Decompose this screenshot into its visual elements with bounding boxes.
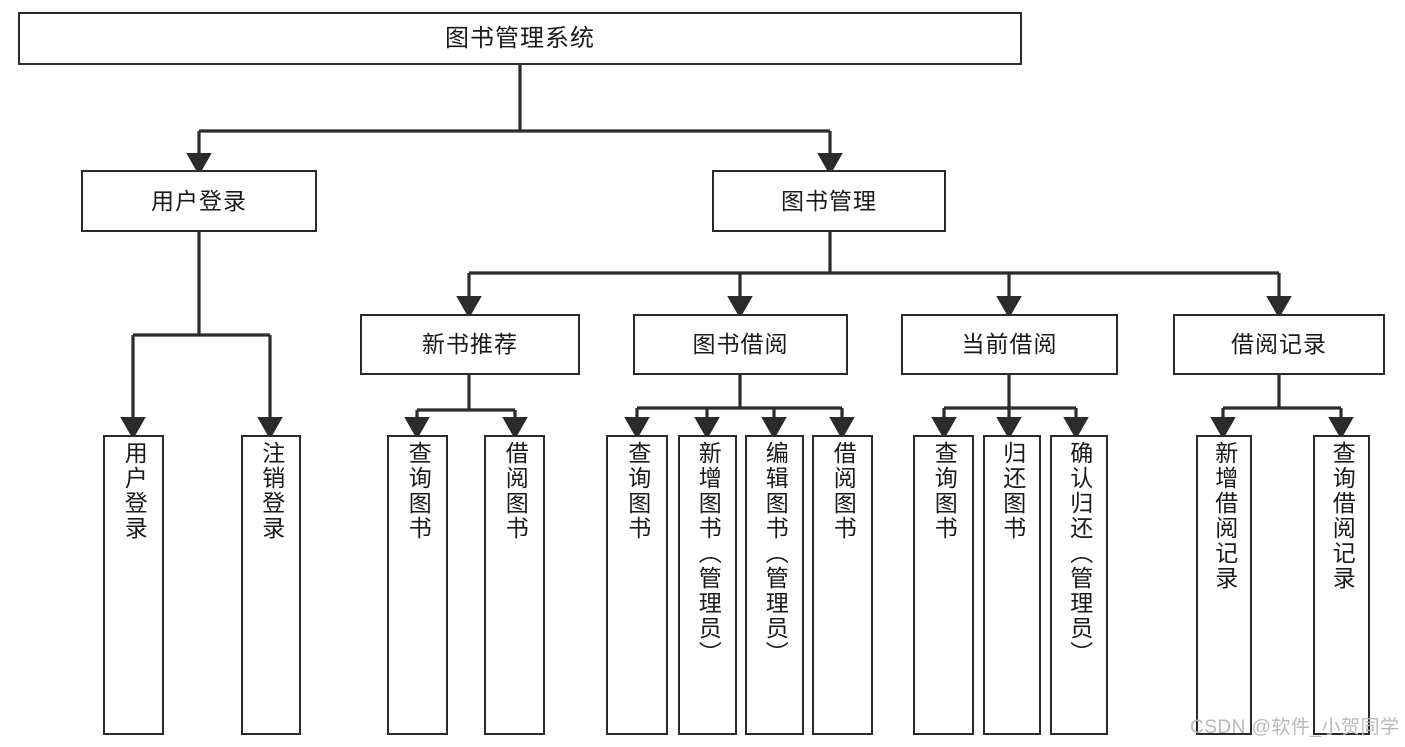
leaf-current-confirm-return-admin[interactable]: 确认归还（管理员） — [1050, 435, 1108, 735]
leaf-label: 查询借阅记录 — [1329, 441, 1356, 591]
csdn-watermark: CSDN @软件_小贺同学 — [1190, 717, 1400, 738]
node-borrow-record[interactable]: 借阅记录 — [1173, 314, 1385, 375]
leaf-label: 新增图书（管理员） — [695, 441, 722, 666]
leaf-borrow-query-book[interactable]: 查询图书 — [606, 435, 668, 735]
node-user-login-label: 用户登录 — [151, 187, 247, 214]
leaf-borrow-edit-book-admin[interactable]: 编辑图书（管理员） — [745, 435, 804, 735]
leaf-label: 用户登录 — [121, 441, 148, 541]
leaf-borrow-borrow-book[interactable]: 借阅图书 — [812, 435, 873, 735]
leaf-user-login-logout[interactable]: 注销登录 — [241, 435, 301, 735]
leaf-label: 查询图书 — [624, 441, 651, 541]
node-book-borrow[interactable]: 图书借阅 — [633, 314, 848, 375]
leaf-label: 归还图书 — [999, 441, 1026, 541]
leaf-borrow-add-book-admin[interactable]: 新增图书（管理员） — [678, 435, 737, 735]
leaf-current-query-book[interactable]: 查询图书 — [913, 435, 974, 735]
leaf-label: 借阅图书 — [830, 441, 857, 541]
leaf-record-add-record[interactable]: 新增借阅记录 — [1196, 435, 1252, 735]
node-new-book-recommend-label: 新书推荐 — [422, 331, 518, 358]
node-current-borrow-label: 当前借阅 — [961, 331, 1058, 358]
leaf-record-query-record[interactable]: 查询借阅记录 — [1313, 435, 1370, 735]
node-book-borrow-label: 图书借阅 — [692, 331, 789, 358]
leaf-label: 查询图书 — [931, 441, 958, 541]
node-user-login[interactable]: 用户登录 — [81, 170, 317, 232]
leaf-label: 借阅图书 — [502, 441, 529, 541]
leaf-label: 编辑图书（管理员） — [762, 441, 789, 666]
node-book-management-label: 图书管理 — [781, 187, 877, 214]
leaf-label: 确认归还（管理员） — [1066, 441, 1093, 666]
node-book-management[interactable]: 图书管理 — [712, 170, 946, 232]
leaf-current-return-book[interactable]: 归还图书 — [983, 435, 1041, 735]
leaf-label: 查询图书 — [405, 441, 432, 541]
node-current-borrow[interactable]: 当前借阅 — [901, 314, 1118, 375]
node-root[interactable]: 图书管理系统 — [18, 12, 1022, 65]
node-new-book-recommend[interactable]: 新书推荐 — [360, 314, 580, 375]
leaf-label: 注销登录 — [258, 441, 285, 541]
leaf-new-book-query[interactable]: 查询图书 — [387, 435, 448, 735]
leaf-new-book-borrow[interactable]: 借阅图书 — [484, 435, 545, 735]
node-root-label: 图书管理系统 — [445, 24, 595, 52]
leaf-label: 新增借阅记录 — [1211, 441, 1238, 591]
node-borrow-record-label: 借阅记录 — [1231, 331, 1327, 358]
leaf-user-login-login[interactable]: 用户登录 — [103, 435, 164, 735]
